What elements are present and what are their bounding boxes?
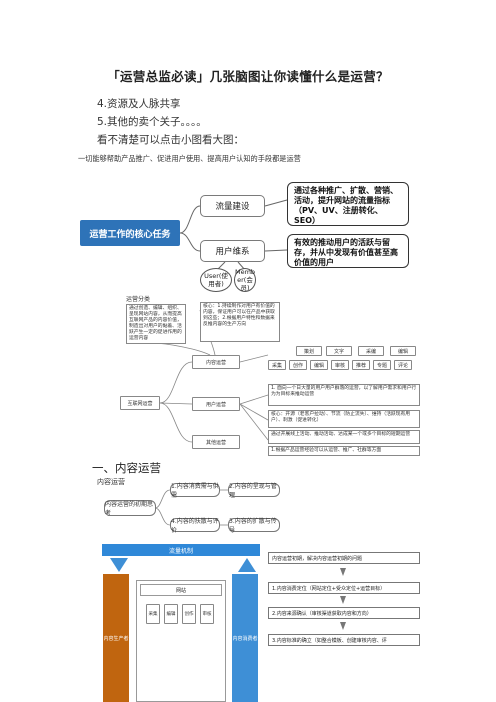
- tag-r1-4: 编辑: [390, 346, 416, 356]
- flow-step-2: 2.内容来源确认（审核渠道获取内容和方向）: [268, 607, 420, 619]
- tag-r2-5: 推荐: [352, 360, 370, 370]
- user-description: 有效的推动用户的活跃与留存，并从中发现有价值甚至高价值的用户: [287, 234, 409, 268]
- tag-r2-1: 采集: [268, 360, 286, 370]
- cell-create: 创作: [182, 604, 196, 624]
- section-sublabel: 内容运营: [97, 478, 125, 486]
- traffic-mechanism-bar: 流量机制: [102, 544, 260, 556]
- flow-step-1: 1.内容消费定位（网站定位+受众定位+运营目标）: [268, 582, 420, 594]
- tag-r1-2: 文字: [326, 346, 352, 356]
- user-desc-c: 1. 面向一个日大量的用户用户群落的运营，以了解用户需求和用户行为为目标来推动运…: [268, 384, 420, 406]
- user-desc-e: 通过开展线上活动、推动活动、达成某一个或多个目标的短期运营: [268, 430, 420, 444]
- down-arrow-left-icon: [110, 558, 128, 572]
- tag-r1-3: 采编: [358, 346, 384, 356]
- intro-line-2: 5.其他的卖个关子。。。。: [97, 116, 207, 128]
- intro-line-3: 看不清楚可以点击小图看大图：: [97, 134, 244, 146]
- producer-column: 内容生产者: [103, 574, 129, 702]
- flow-step-3: 3.内容标准的确立（如整合模板、创建审核内容、评: [268, 634, 420, 646]
- other-ops-node: 其他运营: [192, 435, 240, 449]
- user-desc-d: 核心：开源（老客户拉动）、节流（防止流失）、维持（活跃现有用户）、刺激（促进转化…: [268, 410, 420, 428]
- section-heading: 一、内容运营: [92, 461, 161, 475]
- up-arrow-right-icon: [238, 558, 256, 572]
- internet-ops-root: 互联网运营: [120, 396, 160, 410]
- tag-r2-2: 创作: [289, 360, 307, 370]
- cell-review: 审核: [200, 604, 214, 624]
- member-circle: Memb er(会员): [234, 268, 256, 292]
- intro-line-1: 4.资源及人脉共享: [97, 98, 181, 110]
- flow-arrow-3-icon: [340, 622, 346, 630]
- flow-arrow-1-icon: [340, 568, 346, 576]
- traffic-description: 通过各种推广、扩散、营销、活动，提升网站的流量指标（PV、UV、注册转化、SEO…: [287, 182, 409, 226]
- intro-caption: 一切能够帮助产品推广、促进用户使用、提高用户认知的手段都是运营: [78, 154, 301, 163]
- page-title: 「运营总监必读」几张脑图让你读懂什么是运营？: [107, 69, 389, 84]
- cell-edit: 编辑: [164, 604, 178, 624]
- tag-r2-6: 专题: [373, 360, 391, 370]
- branch-1: 1.内容消费需与供需: [170, 483, 220, 499]
- user-ops-node: 用户运营: [192, 397, 240, 411]
- content-desc-a: 通过创造、编辑、组织、呈现网站内容，从而提高互联网产品的内容价值，制造出对用户的…: [126, 304, 186, 344]
- tag-r2-3: 编辑: [310, 360, 328, 370]
- branch-2: 2.内容的呈现与管理: [228, 483, 280, 499]
- initial-thinking-node: 内容运营的初期思考: [104, 500, 156, 517]
- traffic-node: 流量建设: [200, 195, 265, 217]
- flow-arrow-2-icon: [340, 596, 346, 604]
- tag-r1-1: 策划: [296, 346, 322, 356]
- content-desc-b: 核心：1.持续制作对用户有价值的内容，保证用户可以在产品中获取到这些；2.根据用…: [200, 302, 280, 342]
- flow-title: 内容运营初期，解决内容运营初期的问题: [268, 552, 420, 564]
- branch-4: 3.内容的扩散与传导: [228, 518, 280, 534]
- consumer-column: 内容消费者: [232, 574, 258, 702]
- user-node: 用户维系: [200, 240, 265, 262]
- branch-3: 4.内容的扶散与评价: [170, 518, 220, 534]
- classification-label: 运营分类: [126, 296, 151, 303]
- tag-r2-4: 审核: [331, 360, 349, 370]
- core-task-node: 运营工作的核心任务: [80, 220, 180, 246]
- cell-collect: 采集: [146, 604, 160, 624]
- website-box: [136, 580, 226, 702]
- content-ops-node: 内容运营: [192, 355, 240, 369]
- user-desc-f: 1.根据产品运营经验可以从运营、推广、社群等方面: [268, 446, 420, 456]
- user-circle: User(使用者): [200, 268, 232, 292]
- tag-r2-7: 评论: [394, 360, 412, 370]
- website-label: 网站: [140, 584, 222, 596]
